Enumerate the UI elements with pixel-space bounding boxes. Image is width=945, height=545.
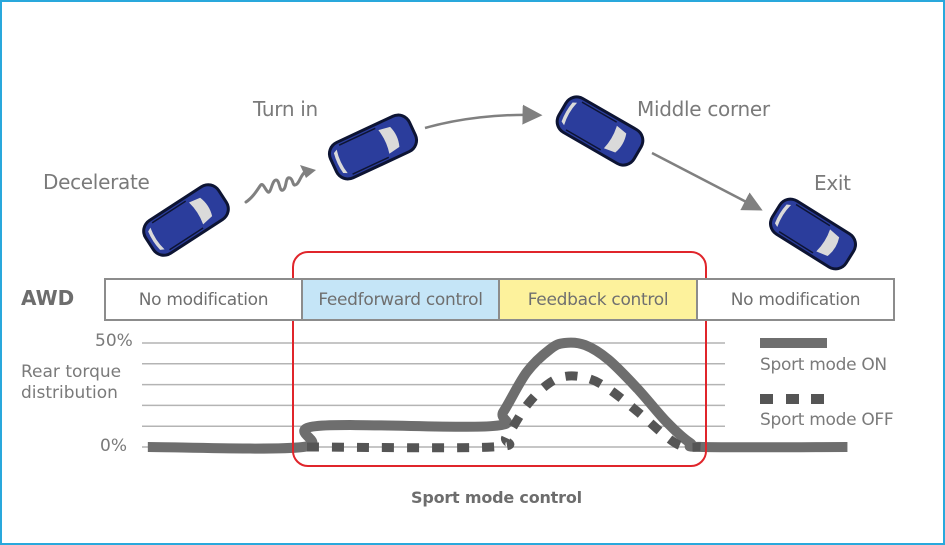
legend-label-sport-mode-off: Sport mode OFF: [760, 410, 894, 430]
awd-phase-feedback-control: Feedback control: [498, 278, 698, 321]
car-turn-in-icon: [322, 108, 424, 186]
wavy-arrow-head-icon: [300, 165, 316, 178]
y-axis-label: Rear torque distribution: [21, 362, 133, 404]
y-tick-0: 0%: [100, 436, 127, 456]
legend-swatch-sport-mode-off-dash: [786, 394, 799, 404]
stage-label-exit: Exit: [814, 171, 851, 195]
stage-label-middle-corner: Middle corner: [637, 97, 770, 121]
legend-swatch-sport-mode-off-dash: [760, 394, 773, 404]
sport-mode-control-caption: Sport mode control: [411, 488, 582, 507]
legend-label-sport-mode-on: Sport mode ON: [760, 355, 887, 375]
legend-swatch-sport-mode-on: [760, 338, 827, 348]
car-middle-corner-icon: [549, 89, 651, 173]
stage-label-turn-in: Turn in: [253, 97, 318, 121]
stage-label-decelerate: Decelerate: [43, 170, 150, 194]
awd-phase-no-modification: No modification: [696, 278, 895, 321]
wavy-arrow-icon: [244, 170, 307, 204]
series-line-sport-mode-on: [147, 337, 848, 454]
car-decelerate-icon: [136, 177, 236, 263]
sport-mode-control-region: [292, 251, 707, 467]
car-exit-icon: [762, 191, 864, 277]
awd-phase-feedforward-control: Feedforward control: [301, 278, 500, 321]
awd-label: AWD: [21, 286, 75, 310]
y-axis-label-text: Rear torque distribution: [21, 362, 122, 403]
legend-swatch-sport-mode-off-dash: [811, 394, 824, 404]
y-tick-50: 50%: [95, 331, 133, 351]
awd-phase-no-modification: No modification: [104, 278, 303, 321]
series-line-sport-mode-off: [306, 371, 701, 453]
straight-arrow-icon: [651, 151, 763, 211]
series-sport-mode-off: [306, 371, 701, 453]
series-sport-mode-on: [147, 337, 848, 454]
curved-arrow-icon: [424, 104, 543, 130]
